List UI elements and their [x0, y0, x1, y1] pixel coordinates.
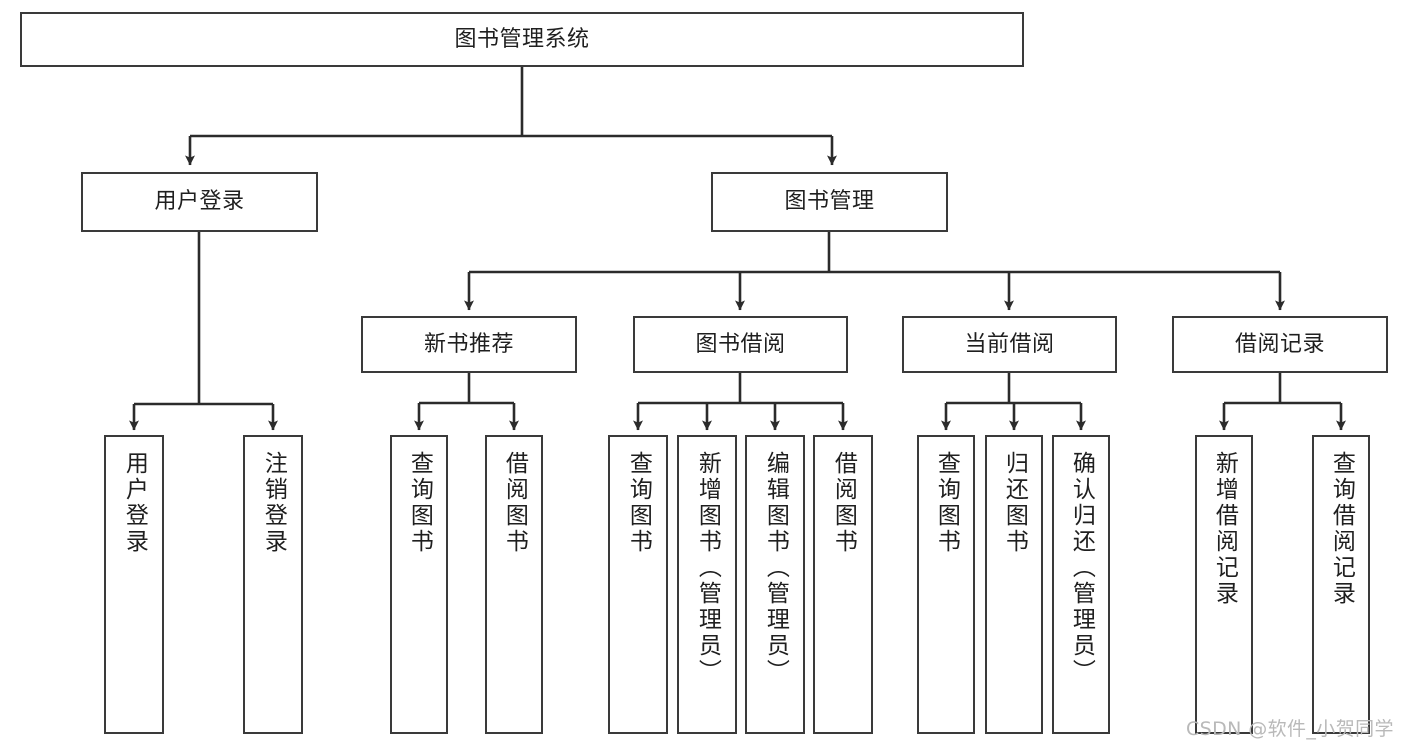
- leaf-add-borrow-record-label: 新增借阅记录: [1211, 451, 1238, 607]
- leaf-borrow-books-label: 借阅图书: [830, 451, 857, 555]
- node-borrow-records-label: 借阅记录: [1234, 331, 1325, 357]
- node-user-login-label: 用户登录: [154, 189, 245, 215]
- leaf-return-books-label: 归还图书: [1001, 451, 1028, 555]
- leaf-confirm-return-admin-label: 确认归还（管理员）: [1068, 451, 1095, 685]
- leaf-query-books-borrow-label: 查询图书: [625, 451, 652, 555]
- node-current-borrow-label: 当前借阅: [964, 331, 1055, 357]
- leaf-query-books-recommend-label: 查询图书: [406, 451, 433, 555]
- leaf-edit-book-admin[interactable]: 编辑图书（管理员）: [745, 435, 805, 734]
- node-book-borrow[interactable]: 图书借阅: [633, 316, 848, 373]
- leaf-add-book-admin-label: 新增图书（管理员）: [694, 451, 721, 685]
- leaf-add-book-admin[interactable]: 新增图书（管理员）: [677, 435, 737, 734]
- leaf-logout-label: 注销登录: [260, 451, 287, 555]
- node-book-management-label: 图书管理: [784, 189, 875, 215]
- node-book-borrow-label: 图书借阅: [695, 331, 786, 357]
- leaf-confirm-return-admin[interactable]: 确认归还（管理员）: [1052, 435, 1110, 734]
- leaf-borrow-books-recommend[interactable]: 借阅图书: [485, 435, 543, 734]
- node-book-management[interactable]: 图书管理: [711, 172, 948, 232]
- node-root[interactable]: 图书管理系统: [20, 12, 1024, 67]
- node-new-book-recommend[interactable]: 新书推荐: [361, 316, 577, 373]
- leaf-query-books-recommend[interactable]: 查询图书: [390, 435, 448, 734]
- node-user-login[interactable]: 用户登录: [81, 172, 318, 232]
- leaf-query-borrow-record-label: 查询借阅记录: [1328, 451, 1355, 607]
- node-root-label: 图书管理系统: [454, 26, 590, 52]
- leaf-query-borrow-record[interactable]: 查询借阅记录: [1312, 435, 1370, 734]
- leaf-query-books-current-label: 查询图书: [933, 451, 960, 555]
- leaf-edit-book-admin-label: 编辑图书（管理员）: [762, 451, 789, 685]
- leaf-query-books-current[interactable]: 查询图书: [917, 435, 975, 734]
- leaf-add-borrow-record[interactable]: 新增借阅记录: [1195, 435, 1253, 734]
- node-borrow-records[interactable]: 借阅记录: [1172, 316, 1388, 373]
- leaf-borrow-books-recommend-label: 借阅图书: [501, 451, 528, 555]
- leaf-user-login-label: 用户登录: [121, 451, 148, 555]
- leaf-query-books-borrow[interactable]: 查询图书: [608, 435, 668, 734]
- node-current-borrow[interactable]: 当前借阅: [902, 316, 1117, 373]
- node-new-book-recommend-label: 新书推荐: [423, 331, 514, 357]
- watermark: CSDN @软件_小贺同学: [1186, 718, 1394, 740]
- leaf-return-books[interactable]: 归还图书: [985, 435, 1043, 734]
- leaf-logout[interactable]: 注销登录: [243, 435, 303, 734]
- leaf-borrow-books[interactable]: 借阅图书: [813, 435, 873, 734]
- leaf-user-login[interactable]: 用户登录: [104, 435, 164, 734]
